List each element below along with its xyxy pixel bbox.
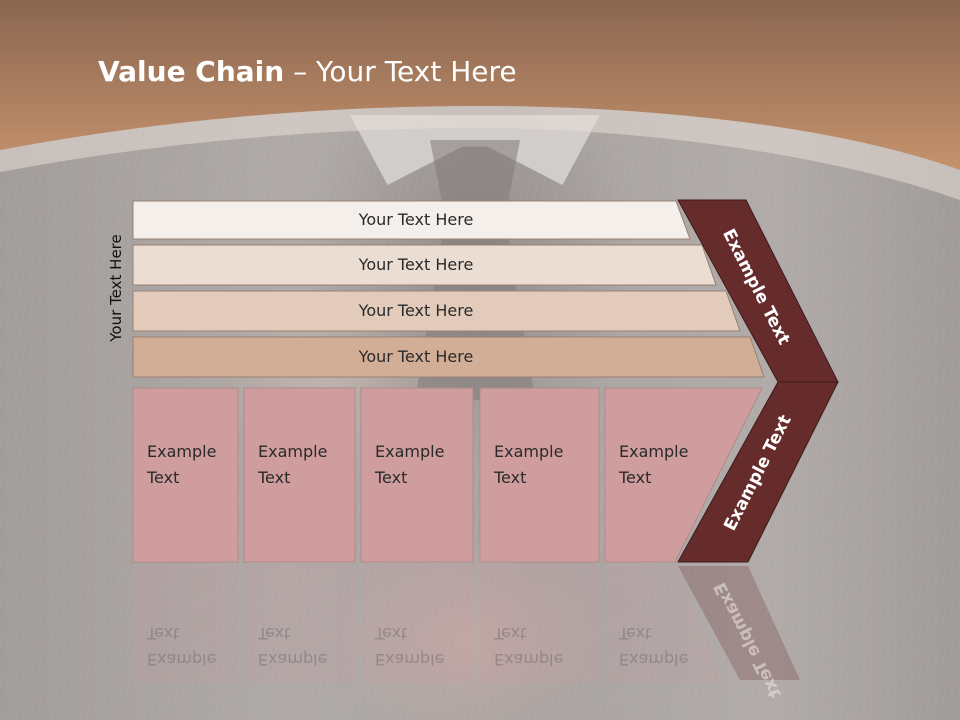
title-rest: – Your Text Here bbox=[284, 55, 517, 88]
activity-box-reflection-label: Example Text bbox=[619, 624, 689, 669]
activity-box-reflection bbox=[361, 564, 473, 682]
activity-box-5 bbox=[604, 387, 763, 563]
activity-box-label: Example Text bbox=[619, 442, 689, 487]
value-row-3 bbox=[132, 290, 741, 332]
activity-box-reflection-label: Example Text bbox=[147, 624, 217, 669]
value-row-label: Your Text Here bbox=[358, 301, 474, 320]
value-row-1 bbox=[132, 200, 691, 240]
slide-title: Value Chain – Your Text Here bbox=[98, 55, 517, 88]
activity-box-label: Example Text bbox=[375, 442, 445, 487]
activity-box-reflection bbox=[244, 564, 355, 682]
activity-box-1 bbox=[132, 387, 239, 563]
activity-box-reflection bbox=[480, 564, 599, 682]
chevron-reflection bbox=[678, 566, 800, 680]
header-band: Value Chain – Your Text Here bbox=[0, 0, 960, 200]
value-row-label: Your Text Here bbox=[358, 347, 474, 366]
activity-box-label: Example Text bbox=[494, 442, 564, 487]
activity-box-2 bbox=[243, 387, 356, 563]
title-bold: Value Chain bbox=[98, 55, 285, 88]
activity-box-label: Example Text bbox=[147, 442, 217, 487]
activity-box-reflection-label: Example Text bbox=[258, 624, 328, 669]
header-band-shape bbox=[0, 0, 960, 200]
value-row-label: Your Text Here bbox=[358, 255, 474, 274]
activity-box-4 bbox=[479, 387, 600, 563]
activity-box-reflection bbox=[605, 564, 725, 682]
activity-box-label: Example Text bbox=[258, 442, 328, 487]
activity-box-reflection-label: Example Text bbox=[494, 624, 564, 669]
chevron-lower bbox=[677, 381, 839, 563]
value-row-2 bbox=[132, 244, 717, 286]
value-row-4 bbox=[132, 336, 765, 378]
activity-box-reflection bbox=[133, 564, 238, 682]
value-row-label: Your Text Here bbox=[358, 210, 474, 229]
activity-box-reflection-label: Example Text bbox=[375, 624, 445, 669]
activity-box-3 bbox=[360, 387, 474, 563]
